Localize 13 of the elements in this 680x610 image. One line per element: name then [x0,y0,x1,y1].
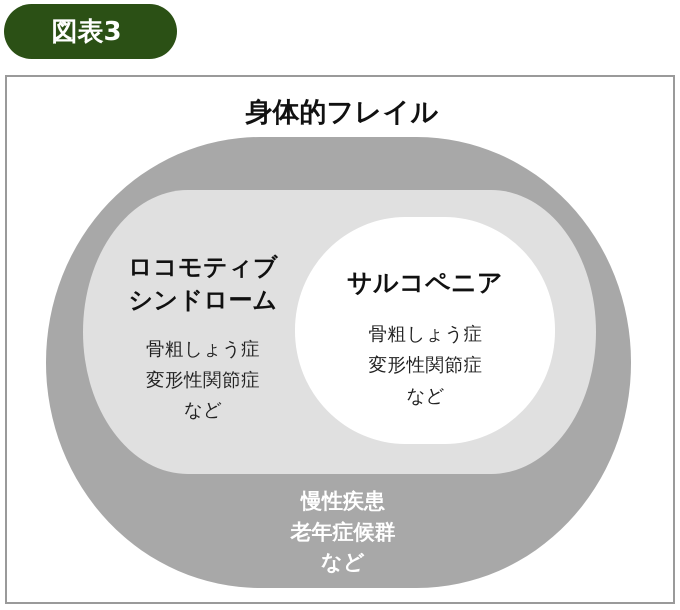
body-text: 慢性疾患 [301,488,385,515]
body-text: 骨粗しょう症 [368,322,482,346]
heading-text: 身体的フレイル [246,96,438,130]
heading-text: サルコペニア [347,267,503,299]
body-text: など [406,384,444,408]
figure-title-tag: 図表3 [4,4,177,59]
body-text: 変形性関節症 [146,368,260,392]
body-text: 老年症候群 [290,518,396,546]
body-text: など [184,399,222,423]
body-text: など [321,549,365,576]
body-text: 変形性関節症 [368,354,482,378]
heading-text: ロコモティブシンドローム [127,252,279,316]
body-text: 骨粗しょう症 [146,338,260,362]
